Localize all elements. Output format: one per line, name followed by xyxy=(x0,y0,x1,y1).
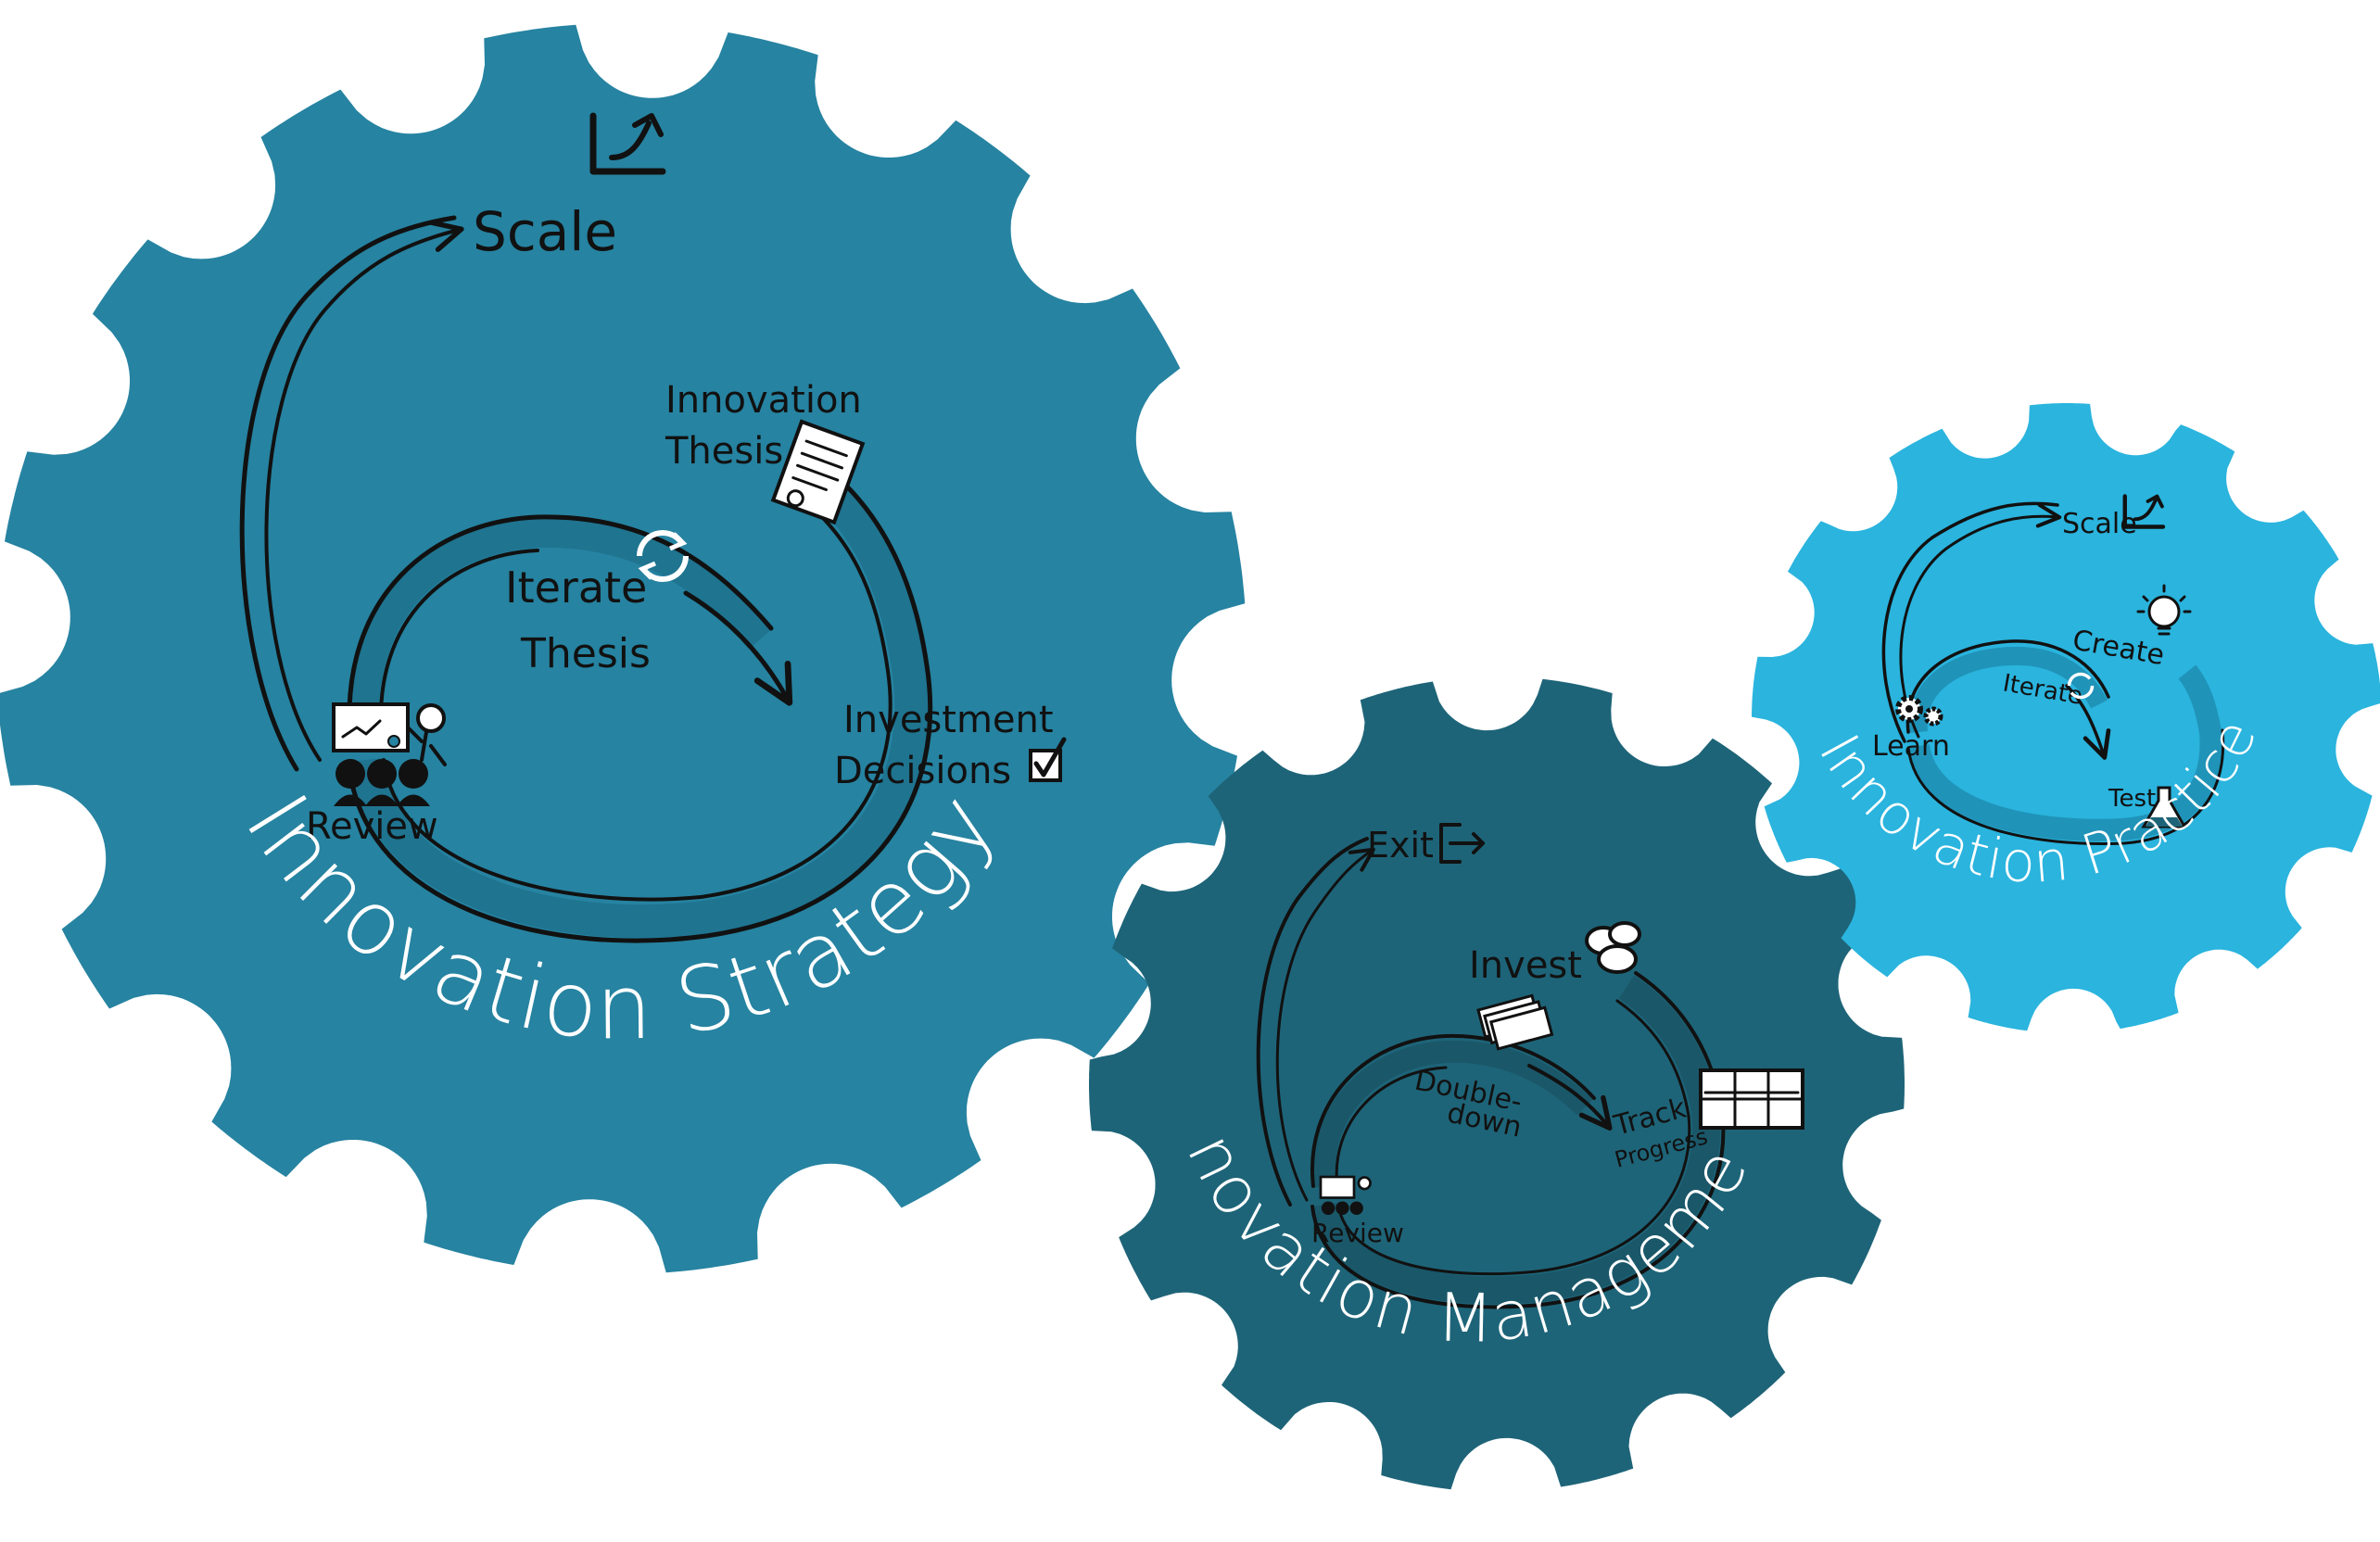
strategy-scale-label: Scale xyxy=(473,200,617,263)
management-review-label: Review xyxy=(1311,1218,1404,1248)
practice-test-label: Test xyxy=(2108,785,2156,813)
strategy-review-label: Review xyxy=(306,805,438,848)
exit-door-icon xyxy=(1439,823,1485,864)
practice-inner-ribbon xyxy=(1908,646,2108,733)
practice-icons xyxy=(1895,494,2192,828)
growth-chart-icon xyxy=(2122,494,2166,529)
strategy-icons xyxy=(332,112,1067,806)
strategy-thesis-top-label: Thesis xyxy=(665,430,783,473)
presentation-icon xyxy=(1319,1175,1372,1215)
management-exit-label: Exit xyxy=(1367,825,1434,866)
flask-icon xyxy=(2141,786,2187,828)
coins-icon xyxy=(1585,921,1641,974)
management-cycle xyxy=(1256,837,1726,1309)
management-invest-label: Invest xyxy=(1469,944,1582,987)
management-inner-ribbon xyxy=(1312,1040,1593,1188)
strategy-inner-ribbon xyxy=(349,517,772,743)
strategy-thesis-mid-label: Thesis xyxy=(520,630,651,677)
growth-chart-icon xyxy=(589,112,666,175)
management-icons xyxy=(1319,823,1804,1215)
strategy-outer-ribbon xyxy=(349,468,929,939)
practice-learn-label: Learn xyxy=(1872,730,1950,763)
practice-gear xyxy=(1752,403,2380,1031)
cycle-arrows-icon xyxy=(2067,672,2095,700)
strategy-innovation-label: Innovation xyxy=(665,379,862,422)
management-gear xyxy=(1089,678,1905,1490)
money-stack-icon xyxy=(1476,993,1554,1051)
strategy-iterate-label: Iterate xyxy=(505,562,647,613)
lightbulb-icon xyxy=(2136,584,2192,636)
progress-board-icon xyxy=(1699,1068,1804,1130)
cogs-icon xyxy=(1895,695,1943,727)
presentation-icon xyxy=(332,702,447,806)
management-outer-ribbon xyxy=(1311,975,1720,1305)
strategy-gear xyxy=(0,24,1246,1273)
strategy-cycle xyxy=(239,215,933,943)
cycle-arrows-icon xyxy=(637,530,689,582)
document-icon xyxy=(770,419,866,525)
strategy-labels: Scale Innovation Thesis Iterate Thesis I… xyxy=(306,200,1054,848)
strategy-investment-label: Investment xyxy=(843,699,1054,741)
checkbox-icon xyxy=(1029,737,1067,782)
strategy-decisions-label: Decisions xyxy=(834,750,1011,792)
